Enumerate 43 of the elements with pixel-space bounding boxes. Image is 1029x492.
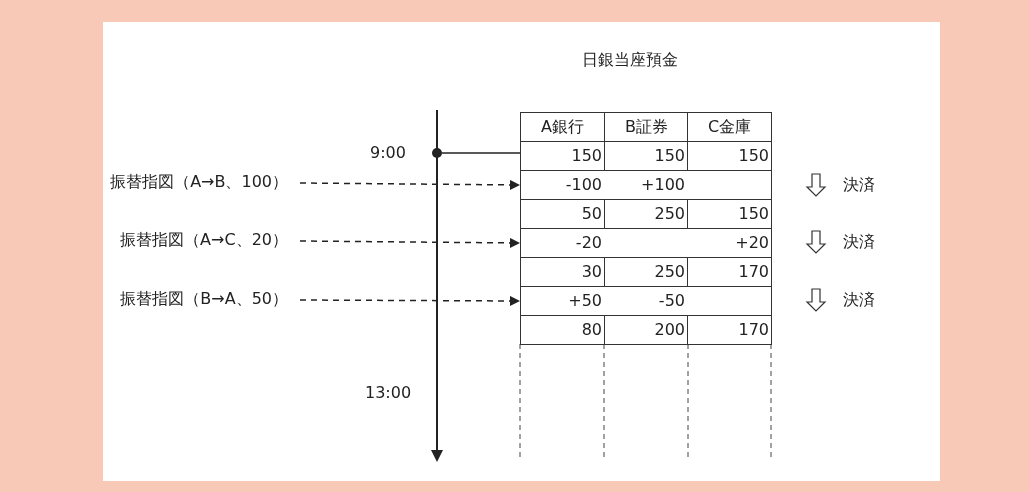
instruction-label: 振替指図（A→B、100）: [100, 171, 300, 193]
amount: 250: [654, 203, 685, 225]
amount: 50: [581, 203, 602, 225]
transfer-row: [520, 170, 772, 200]
settlement-label: 決済: [843, 289, 875, 311]
instruction-label: 振替指図（B→A、50）: [100, 288, 300, 310]
dashed-arrow: [299, 237, 520, 248]
column-heading: B証券: [625, 116, 668, 138]
amount: 250: [654, 261, 685, 283]
header-row: [520, 112, 772, 142]
amount: 150: [654, 145, 685, 167]
amount: +20: [735, 232, 769, 254]
amount: -100: [565, 174, 602, 196]
amount: +100: [641, 174, 685, 196]
amount: -20: [575, 232, 602, 254]
dashed-arrow: [299, 179, 520, 190]
settlement-label: 決済: [843, 174, 875, 196]
start-dot: [432, 148, 442, 158]
amount: 150: [571, 145, 602, 167]
balance-row: [520, 257, 772, 287]
balance-row: [520, 315, 772, 345]
amount: -50: [658, 290, 685, 312]
amount: 170: [738, 319, 769, 341]
balance-row: [520, 199, 772, 229]
settlement-label: 決済: [843, 231, 875, 253]
column-heading: A銀行: [541, 116, 584, 138]
title: 日銀当座預金: [581, 49, 679, 71]
amount: 30: [581, 261, 602, 283]
amount: 170: [738, 261, 769, 283]
amount: 200: [654, 319, 685, 341]
balance-row: [520, 141, 772, 171]
transfer-row: [520, 286, 772, 316]
connector-line: [441, 152, 521, 154]
transfer-row: [520, 228, 772, 258]
amount: 150: [738, 145, 769, 167]
instruction-label: 振替指図（A→C、20）: [100, 229, 300, 251]
amount: 150: [738, 203, 769, 225]
time-label: 13:00: [365, 382, 412, 404]
column-heading: C金庫: [708, 116, 752, 138]
amount: +50: [568, 290, 602, 312]
dashed-arrow: [299, 295, 520, 306]
time-label: 9:00: [370, 142, 406, 164]
amount: 80: [581, 319, 602, 341]
